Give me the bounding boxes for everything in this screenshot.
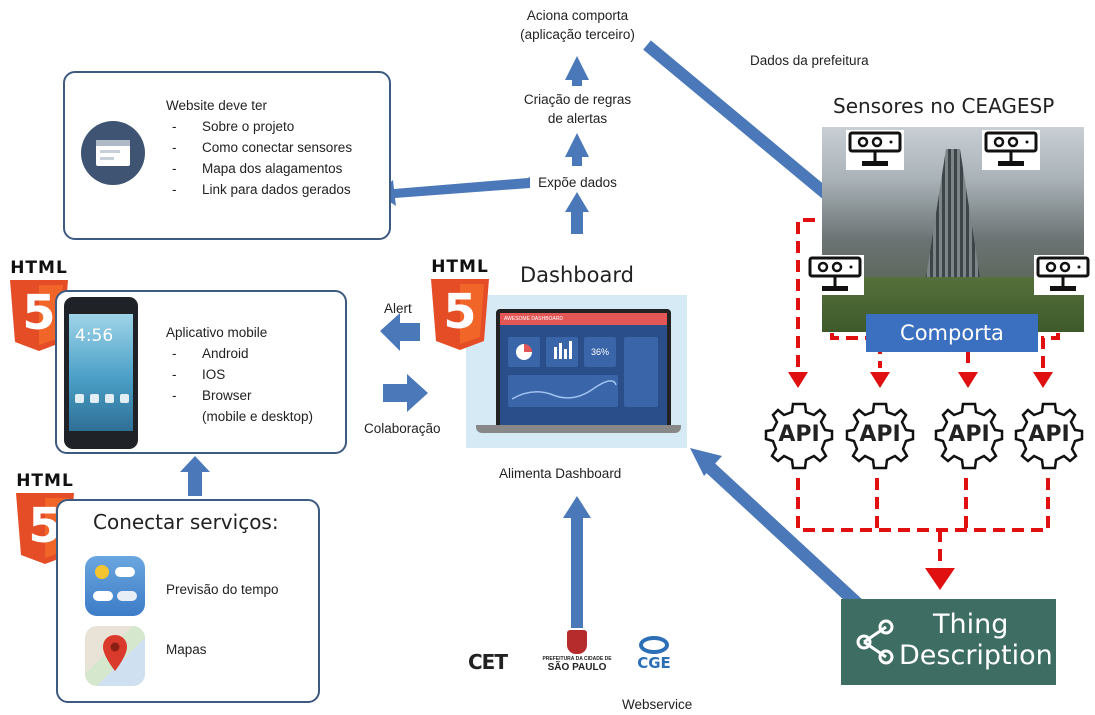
arrow-to-website <box>378 177 530 206</box>
api-gear-icon: API <box>764 400 834 476</box>
services-title: Conectar serviços: <box>93 510 279 534</box>
alimenta-label: Alimenta Dashboard <box>499 466 622 481</box>
website-item: Link para dados gerados <box>166 179 386 200</box>
arrow-up-regras <box>565 133 589 166</box>
website-icon <box>81 121 145 185</box>
dashboard-laptop-image: AWESOME DASHBOARD 36% <box>466 295 687 448</box>
cet-logo: CET <box>468 650 508 674</box>
website-list: Sobre o projeto Como conectar sensores M… <box>166 116 386 200</box>
arrow-up-aciona <box>565 56 589 86</box>
prefeitura-label: Dados da prefeitura <box>750 53 869 68</box>
dashboard-title: Dashboard <box>520 263 634 287</box>
arrow-up-expoe <box>565 192 589 234</box>
sensor-icon <box>1034 255 1092 295</box>
share-icon <box>856 619 894 665</box>
arrow-colab <box>383 374 428 412</box>
sensor-icon <box>806 255 864 295</box>
maps-app-icon <box>85 626 145 686</box>
regras-label: Criação de regras de alertas <box>523 92 632 126</box>
sensor-icon <box>982 130 1040 170</box>
alert-label: Alert <box>384 301 412 316</box>
html5-logo-icon: HTML 5 <box>427 257 493 358</box>
expoe-label: Expõe dados <box>538 175 617 190</box>
maps-label: Mapas <box>166 642 207 657</box>
arrow-up-mobile <box>180 456 210 496</box>
phone-time: 4:56 <box>75 326 114 346</box>
screen-percent: 36% <box>584 337 616 367</box>
thing-description-box: Thing Description <box>841 599 1056 685</box>
thing-line1: Thing <box>933 609 1009 640</box>
weather-label: Previsão do tempo <box>166 582 279 597</box>
website-box: Website deve ter Sobre o projeto Como co… <box>63 71 391 240</box>
arrow-up-webservice <box>563 496 591 628</box>
mobile-browser-detail: (mobile e desktop) <box>202 409 314 424</box>
thing-line2: Description <box>899 640 1053 671</box>
api-gear-icon: API <box>1014 400 1084 476</box>
website-item: Mapa dos alagamentos <box>166 158 386 179</box>
arrow-alert <box>380 313 420 351</box>
phone-image: 4:56 <box>64 297 138 449</box>
arrow-thing-to-dashboard <box>699 457 867 613</box>
mobile-list: Android IOS Browser <box>166 343 346 406</box>
html5-logo-icon: HTML 5 <box>6 258 72 359</box>
webservice-label: Webservice <box>622 697 693 712</box>
screen-header: AWESOME DASHBOARD <box>500 313 667 325</box>
mobile-item: Android <box>166 343 346 364</box>
mobile-title: Aplicativo mobile <box>166 325 268 340</box>
cge-logo: CGE <box>628 636 680 672</box>
api-gear-icon: API <box>934 400 1004 476</box>
sao-paulo-logo: PREFEITURA DA CIDADE DE SÃO PAULO <box>539 630 615 673</box>
mobile-item: IOS <box>166 364 346 385</box>
sensores-title: Sensores no CEAGESP <box>833 94 1055 118</box>
colaboracao-label: Colaboração <box>364 421 441 436</box>
website-item: Como conectar sensores <box>166 137 386 158</box>
weather-app-icon <box>85 556 145 616</box>
sensor-icon <box>846 130 904 170</box>
aciona-label: Aciona comporta (aplicação terceiro) <box>520 8 635 42</box>
api-gear-icon: API <box>845 400 915 476</box>
comporta-box: Comporta <box>866 314 1038 352</box>
mobile-item: Browser <box>166 385 346 406</box>
website-item: Sobre o projeto <box>166 116 386 137</box>
website-title: Website deve ter <box>166 98 268 113</box>
